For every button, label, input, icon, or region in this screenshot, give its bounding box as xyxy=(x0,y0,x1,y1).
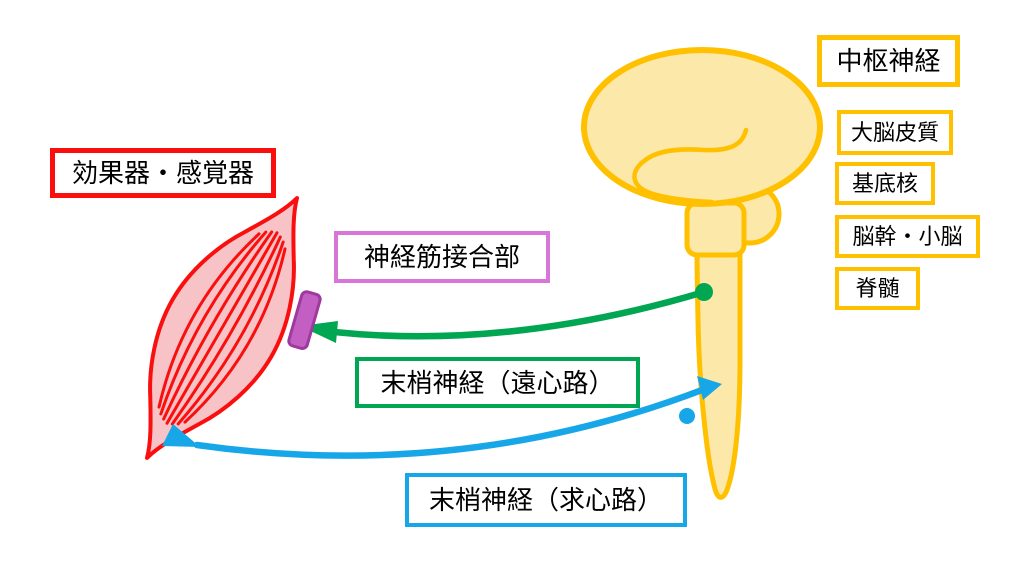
afferent-receptor-triangle xyxy=(162,424,200,447)
spinal-cord-shape xyxy=(694,245,743,500)
cerebrum-shape xyxy=(581,47,823,207)
label-brainstem-text: 脳幹・小脳 xyxy=(852,223,963,249)
label-brainstem-cerebellum: 脳幹・小脳 xyxy=(835,215,980,258)
neuromuscular-junction-shape xyxy=(287,290,322,350)
label-spinal-cord: 脊髄 xyxy=(835,267,920,310)
label-cerebral-cortex: 大脳皮質 xyxy=(837,110,953,155)
label-spinal-text: 脊髄 xyxy=(855,275,900,301)
label-basal-text: 基底核 xyxy=(851,170,918,196)
efferent-cell-body-dot xyxy=(695,283,713,301)
label-peripheral-nerve-afferent: 末梢神経（求心路） xyxy=(405,473,687,527)
label-central-nervous-system: 中枢神経 xyxy=(817,35,960,87)
efferent-nerve-line xyxy=(330,288,708,340)
label-cns-text: 中枢神経 xyxy=(836,46,941,76)
afferent-nerve-line xyxy=(193,386,706,459)
label-basal-ganglia: 基底核 xyxy=(835,162,935,205)
muscle-striation-lines xyxy=(157,230,287,426)
label-effector-sensory-organ: 効果器・感覚器 xyxy=(50,148,276,198)
muscle-illustration xyxy=(145,196,299,460)
brainstem-shape xyxy=(684,200,747,258)
label-cortex-text: 大脳皮質 xyxy=(850,119,939,145)
brain-sulcus-line xyxy=(632,127,749,205)
label-afferent-text: 末梢神経（求心路） xyxy=(428,485,663,515)
label-junction-text: 神経筋接合部 xyxy=(363,242,520,272)
label-effector-text: 効果器・感覚器 xyxy=(71,158,254,188)
label-efferent-text: 末梢神経（遠心路） xyxy=(380,367,615,398)
label-peripheral-nerve-efferent: 末梢神経（遠心路） xyxy=(355,357,640,408)
afferent-ganglion-dot xyxy=(679,408,695,424)
afferent-arrowhead xyxy=(697,376,722,400)
junction-plate xyxy=(287,290,322,350)
label-neuromuscular-junction: 神経筋接合部 xyxy=(334,231,550,283)
